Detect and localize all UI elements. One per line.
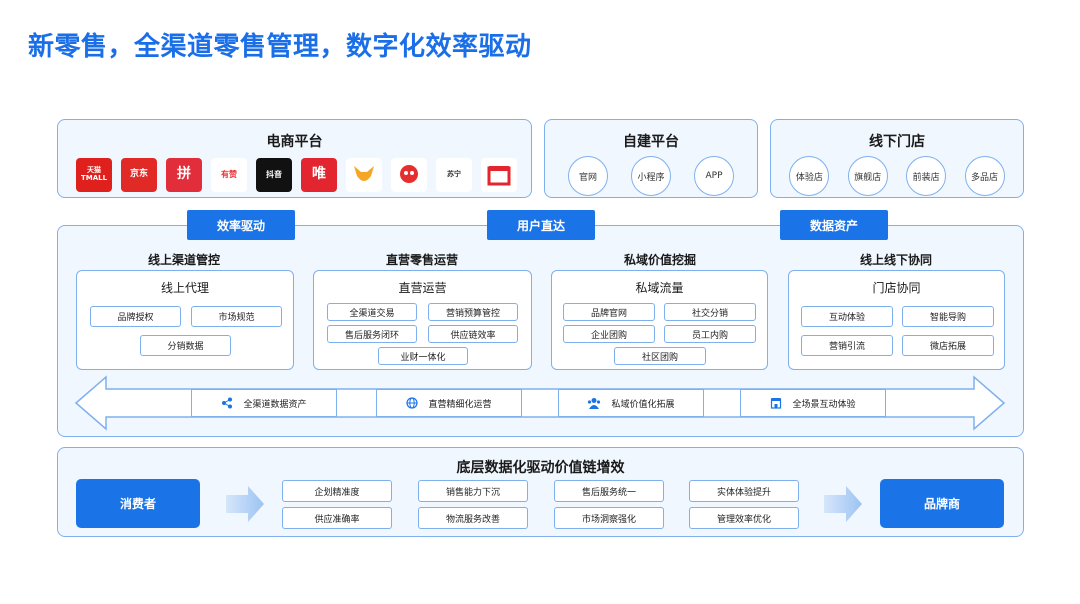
chip-finance-integration: 业财一体化 <box>378 347 468 365</box>
arrow-chip-full-scene-label: 全场景互动体验 <box>792 399 856 410</box>
tmall-logo-text: 天猫 TMALL <box>80 166 108 182</box>
box-title-private-traffic: 私域流量 <box>635 281 684 295</box>
bchip-market-insight: 市场洞察强化 <box>554 507 664 529</box>
douyin-logo-text: 抖音 <box>266 169 282 179</box>
circle-app: APP <box>694 156 734 196</box>
pinduoduo-logo: 拼 <box>166 158 202 192</box>
logo-8 <box>391 158 427 192</box>
arrow-chip-direct-ops: 直营精细化运营 <box>376 389 522 417</box>
chip-aftersales-loop: 售后服务闭环 <box>327 325 417 343</box>
chip-brand-website: 品牌官网 <box>563 303 655 321</box>
store-icon <box>487 166 511 186</box>
bull-icon <box>354 166 374 181</box>
self-built-panel: 自建平台 官网 小程序 APP <box>544 119 758 198</box>
chip-omnichannel-trade: 全渠道交易 <box>327 303 417 321</box>
suning-logo-text: 苏宁 <box>447 170 461 179</box>
building-icon <box>771 398 782 409</box>
share-icon <box>222 397 233 409</box>
ecommerce-title: 电商平台 <box>266 134 323 150</box>
users-icon <box>588 398 601 409</box>
offline-title: 线下门店 <box>869 134 925 150</box>
arrow-chip-private-value: 私域价值化拓展 <box>558 389 704 417</box>
chevron-right-icon-right <box>824 486 862 522</box>
offline-circles: 体验店 旗舰店 前装店 多品店 <box>771 156 1023 196</box>
self-built-title: 自建平台 <box>623 134 679 150</box>
circle-experience-store: 体验店 <box>789 156 830 196</box>
circle-miniprogram: 小程序 <box>631 156 671 196</box>
jd-logo-text: 京东 <box>129 169 148 180</box>
arrow-chip-data-assets-label: 全渠道数据资产 <box>243 399 307 410</box>
consumer-block: 消费者 <box>76 479 200 528</box>
bchip-supply-accuracy: 供应准确率 <box>282 507 392 529</box>
tag-user-direct: 用户直达 <box>487 210 595 240</box>
chip-micro-store: 微店拓展 <box>902 335 994 356</box>
chip-community-group: 社区团购 <box>614 347 706 365</box>
col-title-private: 私域价值挖掘 <box>623 253 696 267</box>
chip-budget-control: 营销预算管控 <box>428 303 518 321</box>
tag-efficiency: 效率驱动 <box>187 210 295 240</box>
bchip-planning-precision: 企划精准度 <box>282 480 392 502</box>
box-title-direct-ops: 直营运营 <box>398 281 447 295</box>
brand-block: 品牌商 <box>880 479 1004 528</box>
tag-data-assets: 数据资产 <box>780 210 888 240</box>
ecommerce-logos: 天猫 TMALL 京东 拼 有赞 抖音 唯 苏宁 <box>76 158 517 192</box>
box-title-online-agent: 线上代理 <box>160 281 209 295</box>
box-title-store-collab: 门店协同 <box>872 281 921 295</box>
logo-7 <box>346 158 382 192</box>
chevron-right-icon-left <box>226 486 264 522</box>
col-title-direct: 直营零售运营 <box>385 253 458 267</box>
store-logo <box>481 158 517 192</box>
box-direct-ops: 直营运营 全渠道交易 营销预算管控 售后服务闭环 供应链效率 业财一体化 <box>313 270 532 370</box>
chip-distribution-data: 分销数据 <box>140 335 231 356</box>
circle-multibrand-store: 多品店 <box>964 156 1005 196</box>
col-title-online: 线上渠道管控 <box>147 253 220 267</box>
chip-smart-guide: 智能导购 <box>902 306 994 327</box>
chip-market-norm: 市场规范 <box>191 306 282 327</box>
circle-flagship-store: 旗舰店 <box>847 156 888 196</box>
chip-supply-efficiency: 供应链效率 <box>428 325 518 343</box>
chip-interactive-experience: 互动体验 <box>801 306 893 327</box>
bottom-panel: 底层数据化驱动价值链增效 <box>57 447 1024 537</box>
offline-panel: 线下门店 体验店 旗舰店 前装店 多品店 <box>770 119 1024 198</box>
suning-logo: 苏宁 <box>436 158 472 192</box>
jd-logo: 京东 <box>121 158 157 192</box>
youzan-logo-text: 有赞 <box>221 169 237 179</box>
vipshop-logo-text: 唯 <box>312 166 326 183</box>
chip-brand-auth: 品牌授权 <box>90 306 181 327</box>
chip-enterprise-group: 企业团购 <box>563 325 655 343</box>
box-store-collab: 门店协同 互动体验 智能导购 营销引流 微店拓展 <box>788 270 1005 370</box>
chip-social-distribution: 社交分销 <box>664 303 756 321</box>
globe-icon <box>406 397 419 409</box>
box-online-agent: 线上代理 品牌授权 市场规范 分销数据 <box>76 270 294 370</box>
arrow-chip-private-value-label: 私域价值化拓展 <box>611 399 675 410</box>
bchip-logistics-improve: 物流服务改善 <box>418 507 528 529</box>
tmall-logo: 天猫 TMALL <box>76 158 112 192</box>
bchip-aftersales-unify: 售后服务统一 <box>554 480 664 502</box>
chip-marketing-traffic: 营销引流 <box>801 335 893 356</box>
self-built-circles: 官网 小程序 APP <box>545 156 757 196</box>
circle-website: 官网 <box>568 156 608 196</box>
pinduoduo-logo-text: 拼 <box>177 166 191 183</box>
chip-employee-purchase: 员工内购 <box>664 325 756 343</box>
page-title: 新零售，全渠道零售管理，数字化效率驱动 <box>28 32 532 62</box>
kaola-icon <box>400 165 418 183</box>
bchip-sales-sinking: 销售能力下沉 <box>418 480 528 502</box>
youzan-logo: 有赞 <box>211 158 247 192</box>
douyin-logo: 抖音 <box>256 158 292 192</box>
arrow-chip-direct-ops-label: 直营精细化运营 <box>428 399 492 410</box>
arrow-chip-full-scene: 全场景互动体验 <box>740 389 886 417</box>
bottom-title: 底层数据化驱动价值链增效 <box>456 460 625 476</box>
vipshop-logo: 唯 <box>301 158 337 192</box>
circle-preinstall-store: 前装店 <box>906 156 947 196</box>
ecommerce-panel: 电商平台 天猫 TMALL 京东 拼 有赞 抖音 唯 苏宁 <box>57 119 532 198</box>
arrow-chip-data-assets: 全渠道数据资产 <box>191 389 337 417</box>
box-private-traffic: 私域流量 品牌官网 社交分销 企业团购 员工内购 社区团购 <box>551 270 768 370</box>
bchip-management-efficiency: 管理效率优化 <box>689 507 799 529</box>
col-title-o2o: 线上线下协同 <box>859 253 932 267</box>
bchip-physical-experience: 实体体验提升 <box>689 480 799 502</box>
